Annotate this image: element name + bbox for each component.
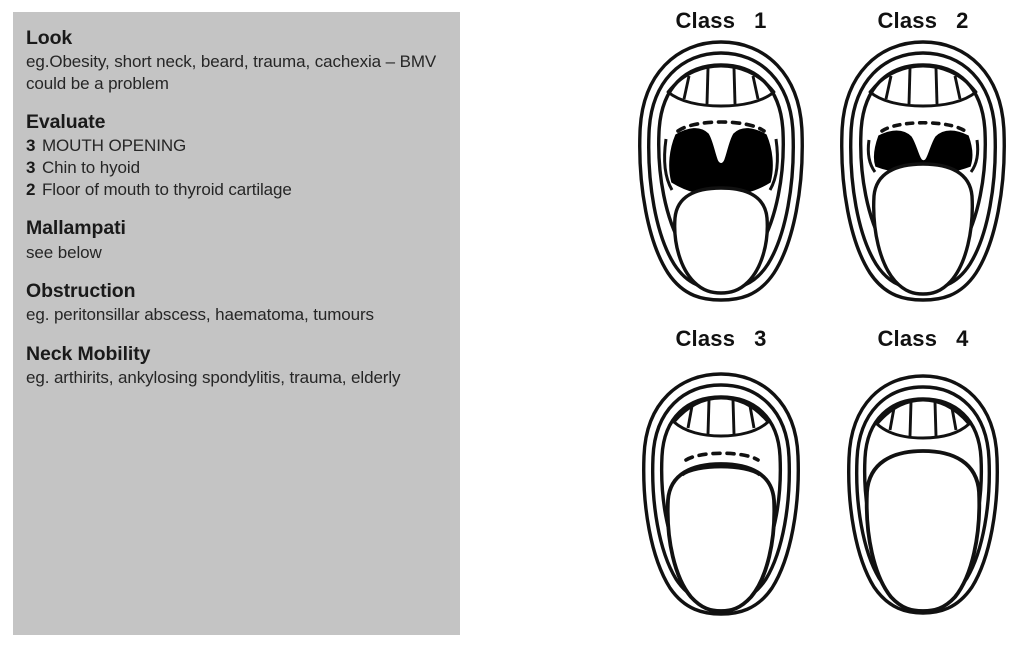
section-heading-obstruction: Obstruction xyxy=(26,279,136,302)
section-heading-neck-mobility: Neck Mobility xyxy=(26,342,151,365)
mouth-diagram-class-2-icon xyxy=(839,40,1006,302)
mouth-diagram-class-1-icon xyxy=(637,40,804,302)
lemon-section-neck-mobility: Neck Mobility eg. arthirits, ankylosing … xyxy=(26,342,444,389)
tongue-class-1 xyxy=(672,186,769,295)
tongue-class-2 xyxy=(871,162,974,296)
tongue-base-arc-class-3 xyxy=(680,465,761,477)
mallampati-class-2-label: Class 2 xyxy=(877,8,969,33)
mouth-diagram-class-4-icon xyxy=(846,374,999,615)
mallampati-class-3-label: Class 3 xyxy=(675,326,767,351)
section-body-obstruction: eg. peritonsillar abscess, haematoma, tu… xyxy=(26,305,374,325)
measure-number: 3 xyxy=(26,136,36,156)
mouth-diagram-class-3-icon xyxy=(641,372,800,616)
measure-number: 2 xyxy=(26,179,36,199)
mallampati-classification-figure: Class 1 xyxy=(620,8,1024,645)
section-body-neck-mobility: eg. arthirits, ankylosing spondylitis, t… xyxy=(26,367,401,387)
pharynx-fill-class-1 xyxy=(668,128,773,196)
lemon-section-obstruction: Obstruction eg. peritonsillar abscess, h… xyxy=(26,279,444,326)
section-body-mallampati: see below xyxy=(26,242,102,262)
mallampati-grid: Class 1 xyxy=(620,8,1024,644)
measure-label: Chin to hyoid xyxy=(42,157,140,177)
mallampati-class-1-cell: Class 1 xyxy=(620,8,822,326)
mallampati-class-4-cell: Class 4 xyxy=(822,326,1024,644)
mallampati-class-2-cell: Class 2 xyxy=(822,8,1024,326)
measure-label: MOUTH OPENING xyxy=(42,136,187,156)
section-heading-mallampati: Mallampati xyxy=(26,217,126,240)
measure-row: 2 Floor of mouth to thyroid cartilage xyxy=(26,179,444,201)
measure-row: 3 MOUTH OPENING xyxy=(26,135,444,157)
mallampati-class-1-label: Class 1 xyxy=(675,8,767,33)
mallampati-class-4-label: Class 4 xyxy=(877,326,969,351)
section-body-look: eg.Obesity, short neck, beard, trauma, c… xyxy=(26,52,437,93)
section-heading-look: Look xyxy=(26,27,73,49)
section-heading-evaluate: Evaluate xyxy=(26,110,106,133)
lemon-assessment-panel: Look eg.Obesity, short neck, beard, trau… xyxy=(13,12,460,635)
measure-label: Floor of mouth to thyroid cartilage xyxy=(42,179,292,199)
mallampati-class-3-cell: Class 3 xyxy=(620,326,822,644)
measure-number: 3 xyxy=(26,157,36,177)
tongue-class-3 xyxy=(665,462,776,613)
tongue-class-4 xyxy=(864,449,981,613)
measure-row: 3 Chin to hyoid xyxy=(26,157,444,179)
lemon-section-mallampati: Mallampati see below xyxy=(26,216,444,263)
lemon-section-look: Look eg.Obesity, short neck, beard, trau… xyxy=(26,26,444,94)
